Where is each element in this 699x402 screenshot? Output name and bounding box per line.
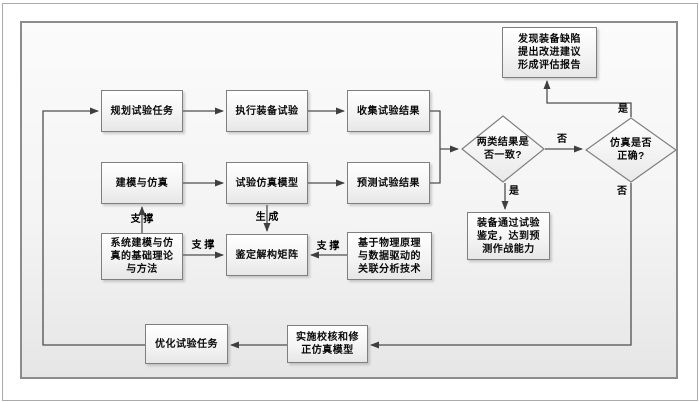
edge-label-yes-2: 是	[618, 104, 628, 115]
node-defect-report: 发现装备缺陷 提出改进建议 形成评估报告	[502, 27, 597, 78]
edge-label-generate: 生 成	[255, 212, 279, 223]
node-correlation-analysis: 基于物理原理 与数据驱动的 关联分析技术	[347, 232, 432, 280]
edge-label-support-1: 支 撑	[130, 214, 154, 225]
node-label: 鉴定解构矩阵	[235, 249, 299, 261]
edge-label-no-2: 否	[617, 186, 627, 197]
node-predict-test-results: 预测试验结果	[347, 162, 430, 204]
node-equipment-passed: 装备通过试验 鉴定，达到预 测作战能力	[467, 212, 550, 260]
decision-label: 两类结果是 否一致?	[476, 137, 530, 161]
node-evaluation-matrix: 鉴定解构矩阵	[226, 234, 308, 276]
node-basic-theory-methods: 系统建模与仿 真的基础理论 与方法	[101, 233, 183, 280]
node-label: 装备通过试验 鉴定，达到预 测作战能力	[477, 217, 540, 255]
decision-simulation-correct: 仿真是否 正确?	[585, 117, 677, 183]
node-plan-test-tasks: 规划试验任务	[101, 90, 183, 132]
edge-label-support-3: 支 撑	[316, 241, 340, 252]
node-label: 预测试验结果	[357, 177, 420, 189]
node-label: 规划试验任务	[110, 105, 174, 117]
node-label: 系统建模与仿 真的基础理论 与方法	[110, 238, 174, 275]
node-label: 建模与仿真	[115, 177, 169, 189]
node-label: 发现装备缺陷 提出改进建议 形成评估报告	[518, 34, 581, 71]
node-optimize-test-tasks: 优化试验任务	[145, 324, 228, 364]
node-label: 实施校核和修 正仿真模型	[296, 332, 359, 356]
node-label: 执行装备试验	[235, 105, 299, 117]
decision-results-consistent: 两类结果是 否一致?	[461, 115, 545, 183]
node-modeling-simulation: 建模与仿真	[101, 162, 183, 204]
edge-label-support-2: 支 撑	[191, 240, 215, 251]
node-label: 基于物理原理 与数据驱动的 关联分析技术	[358, 237, 421, 275]
node-collect-test-results: 收集试验结果	[347, 90, 430, 132]
node-label: 优化试验任务	[155, 338, 218, 350]
decision-label: 仿真是否 正确?	[610, 138, 652, 162]
node-execute-equipment-test: 执行装备试验	[226, 90, 308, 132]
node-label: 收集试验结果	[357, 105, 420, 117]
edge-label-no-1: 否	[557, 134, 567, 145]
node-label: 试验仿真模型	[235, 177, 299, 189]
node-verify-correct-model: 实施校核和修 正仿真模型	[287, 325, 368, 363]
edge-label-yes-1: 是	[509, 186, 519, 197]
node-test-simulation-model: 试验仿真模型	[226, 162, 308, 204]
image-frame	[2, 3, 698, 401]
